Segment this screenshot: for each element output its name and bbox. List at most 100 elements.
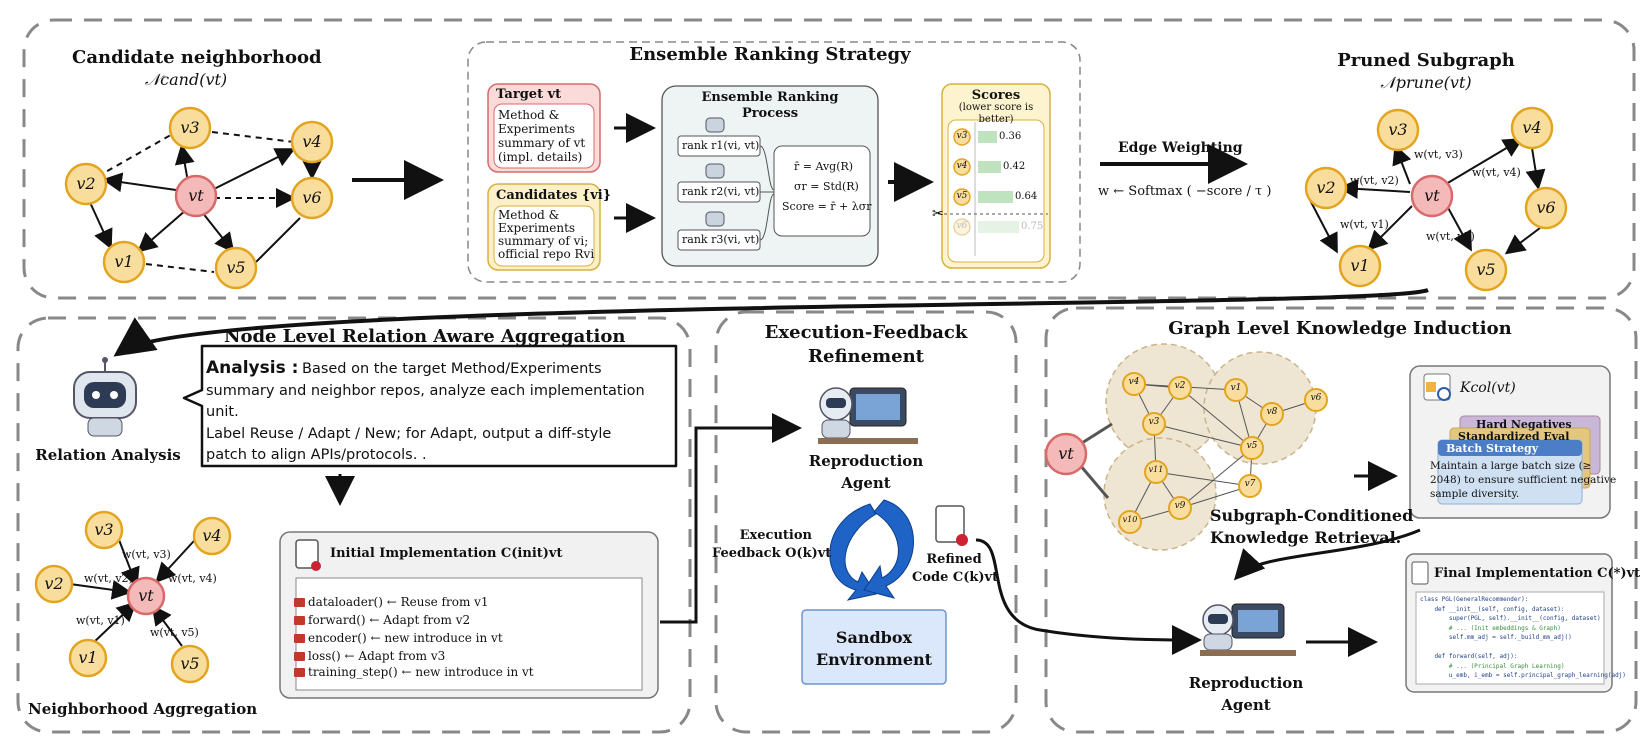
kg-center-node [1044,432,1088,476]
candidate-graph [87,131,322,273]
kg-v1: v1 [1230,383,1242,393]
cand-node-v5: v5 [226,258,246,277]
ensemble-title: Ensemble Ranking Strategy [629,44,911,65]
score-value-v4: 0.42 [1003,161,1026,172]
rank-3: rank r3(vi, vt) [682,233,760,246]
batch-text-2: 2048) to ensure sufficient negative [1430,474,1617,486]
code-line: u_emb, i_emb = self.principal_graph_lear… [1420,672,1626,679]
agg-w-v2: w(vt, v2) [84,572,133,585]
pruned-graph [1309,137,1546,255]
cand-node-v6: v6 [302,188,322,207]
final-agent-1: Reproduction [1188,674,1304,692]
sandbox-box [801,609,947,685]
code-line: class PGL(GeneralRecommender): [1420,596,1529,603]
pruned-w-v3: w(vt, v3) [1414,148,1463,161]
pruned-w-v5: w(vt, v5) [1426,230,1475,243]
aggregation-nodes [34,510,232,684]
rank-1: rank r1(vi, vt) [682,139,760,152]
cand-node-v4: v4 [302,132,322,151]
exec-agent-2: Agent [841,474,891,492]
pruned-title: Pruned Subgraph [1337,50,1515,71]
exec-feedback-1: Execution [739,528,812,543]
agg-w-v4: w(vt, v4) [168,572,217,585]
kg-v7: v7 [1244,479,1256,489]
pruned-w-v2: w(vt, v2) [1350,174,1399,187]
score-node-label-v4: v4 [956,161,968,171]
agg-node-v4: v4 [202,526,222,545]
scores-note-1: (lower score is [958,102,1034,113]
analysis-label: Analysis : [206,358,299,378]
cand-node-v2: v2 [76,174,96,193]
refined-1: Refined [926,552,982,567]
svg-text:✂: ✂ [932,206,944,222]
scores-title: Scores [971,88,1021,103]
agg-node-vt: vt [138,586,154,605]
pruned-node-v4: v4 [1522,118,1542,137]
relation-analysis-label: Relation Analysis [35,446,181,464]
cand-text-3: summary of vi; [498,234,589,248]
init-item-3: encoder() ← new introduce in vt [308,631,503,645]
init-item-2: forward() ← Adapt from v2 [308,613,471,627]
arrow-to-exec [660,413,802,624]
softmax-formula: w ← Softmax ( −score / τ ) [1098,184,1272,199]
pruned-node-v3: v3 [1388,120,1408,139]
pruned-node-v5: v5 [1476,260,1496,279]
agg-node-v3: v3 [94,520,114,539]
score-node-v5 [953,188,971,206]
pruned-node-v6: v6 [1536,198,1556,217]
sandbox-2: Environment [815,650,933,669]
score-bar-v4 [978,161,1001,173]
score-node-v4 [953,158,971,176]
pruned-w-v1: w(vt, v1) [1340,218,1389,231]
neighborhood-aggregation-label: Neighborhood Aggregation [28,700,258,718]
score-bar-v3 [978,131,997,143]
candidate-subtitle: 𝒩cand(vt) [144,70,228,89]
exec-feedback-2: Feedback O(k)vt [712,546,832,561]
analysis-line-2: summary and neighbor repos, analyze each… [206,383,645,399]
code-line: def forward(self, adj): [1420,653,1518,660]
kg-v4: v4 [1128,377,1140,387]
sandbox-1: Sandbox [835,628,913,647]
target-text-4: (impl. details) [498,150,583,164]
kg-v10: v10 [1122,515,1138,524]
agg-w-v1: w(vt, v1) [76,614,125,627]
edge-weighting-label: Edge Weighting [1118,140,1243,156]
exec-title-2: Refinement [808,346,924,367]
arrow-to-relation-analysis [113,288,1429,357]
node-level-title: Node Level Relation Aware Aggregation [224,326,626,347]
relation-robot [73,357,137,437]
kg-v5: v5 [1246,441,1258,451]
agg-node-v2: v2 [44,574,64,593]
formula-1: r̄ = Avg(R) [794,160,854,173]
cand-label: Candidates {vi} [496,188,612,203]
feedback-arrow [829,503,877,601]
exec-agent-1: Reproduction [808,452,924,470]
graph-level-panel [1044,306,1638,734]
code-line: super(PGL, self).__init__(config, datase… [1420,615,1601,622]
final-agent-illustration [1200,603,1296,656]
scores-note-2: better) [978,114,1014,125]
analysis-line-4: Label Reuse / Adapt / New; for Adapt, ou… [206,426,612,442]
kg-v11: v11 [1148,465,1164,474]
analysis-line-1: Based on the target Method/Experiments [302,361,602,377]
cand-node-v3: v3 [180,118,200,137]
kg-vt: vt [1058,444,1074,463]
retrieval-2: Knowledge Retrieval. [1210,528,1402,547]
init-impl-title: Initial Implementation C(init)vt [330,546,563,561]
score-value-v6: 0.75 [1021,221,1044,232]
exec-agent-illustration [818,387,918,444]
kcol-label: Kcol(vt) [1460,380,1516,396]
score-node-v3 [953,128,971,146]
node-level-panel [16,316,692,734]
analysis-bubble [182,344,678,468]
code-line: # ... (Principal Graph Learning) [1420,662,1565,670]
card-batch-strategy: Batch Strategy [1446,442,1539,455]
arrow-kcol-to-agent [1233,528,1421,581]
target-text-1: Method & [498,108,560,122]
process-title-2: Process [741,106,799,121]
code-line: self.mm_adj = self._build_mm_adj() [1420,634,1572,641]
card-hard-negatives: Hard Negatives [1476,418,1572,431]
analysis-line-5: patch to align APIs/protocols. . [206,447,427,463]
score-node-label-v3: v3 [956,131,968,141]
pruned-w-v4: w(vt, v4) [1472,166,1521,179]
